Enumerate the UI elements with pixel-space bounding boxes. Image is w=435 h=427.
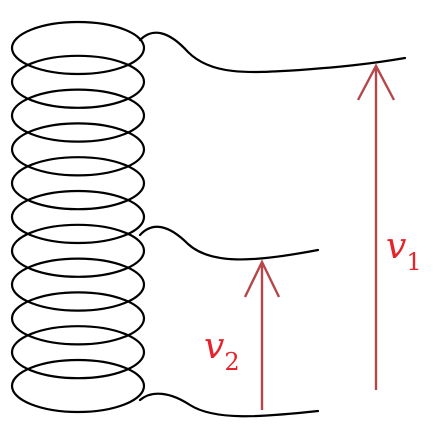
coil-loop [10, 291, 146, 346]
coil [10, 20, 146, 414]
label-v2-symbol: v [204, 326, 224, 367]
coil-loop [10, 223, 146, 278]
v2-arrow-head [243, 259, 281, 298]
coil-loop [10, 122, 146, 177]
coil-loop [10, 189, 146, 245]
label-v1-subscript: 1 [406, 248, 421, 276]
coil-loop [10, 156, 146, 211]
v1-arrow-head [356, 63, 396, 101]
label-v1-symbol: v [386, 226, 406, 267]
top-output-wire [138, 31, 407, 74]
label-v2-subscript: 2 [224, 348, 239, 376]
coil-loop [10, 54, 146, 109]
coil-loop [10, 20, 146, 76]
bottom-output-wire [138, 392, 320, 418]
coil-loop [10, 358, 146, 414]
voltage-arrow-v2 [243, 259, 281, 410]
coil-loop [10, 325, 146, 380]
label-v1: v1 [386, 226, 422, 276]
coil-loop [10, 88, 146, 143]
voltage-arrow-v1 [356, 63, 396, 390]
middle-tap-wire [138, 225, 320, 261]
label-v2: v2 [204, 326, 240, 376]
coil-loop [10, 257, 146, 312]
